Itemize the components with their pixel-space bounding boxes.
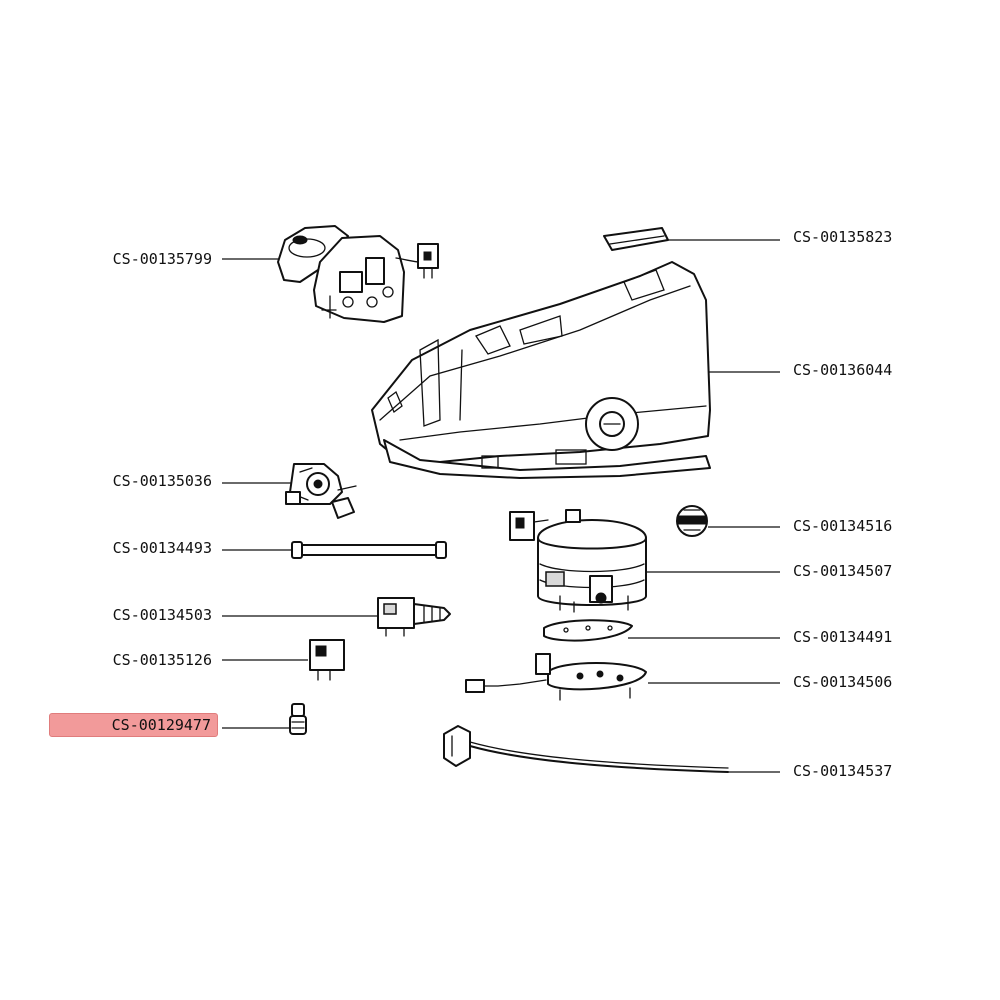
label-cs-00136044[interactable]: CS-00136044 [793,361,893,379]
thermostat-switch [285,463,357,519]
label-cs-00135799[interactable]: CS-00135799 [112,250,212,268]
relay-block [309,639,345,681]
power-cord [443,725,729,773]
label-cs-00135823[interactable]: CS-00135823 [793,228,893,246]
label-cs-00134516[interactable]: CS-00134516 [793,517,893,535]
heater-plate-board [465,653,647,701]
base-housing [371,261,711,479]
label-cs-00134506[interactable]: CS-00134506 [793,673,893,691]
label-cs-00134507[interactable]: CS-00134507 [793,562,893,580]
label-cs-00134537[interactable]: CS-00134537 [793,762,893,780]
boiler-unit [509,509,647,613]
round-cap [676,505,708,537]
latch-part [603,227,669,251]
label-cs-00134493[interactable]: CS-00134493 [112,539,212,557]
label-cs-00134491[interactable]: CS-00134491 [793,628,893,646]
label-cs-00135036[interactable]: CS-00135036 [112,472,212,490]
label-cs-00129477-highlighted[interactable]: CS-00129477 [49,713,218,737]
handle-switch-assembly [277,225,439,323]
label-cs-00135126[interactable]: CS-00135126 [112,651,212,669]
label-cs-00134503[interactable]: CS-00134503 [112,606,212,624]
leader-lines [222,239,780,773]
connecting-rod [291,541,447,559]
gasket [543,619,633,642]
knob-part [289,703,307,735]
solenoid-valve [377,597,451,637]
